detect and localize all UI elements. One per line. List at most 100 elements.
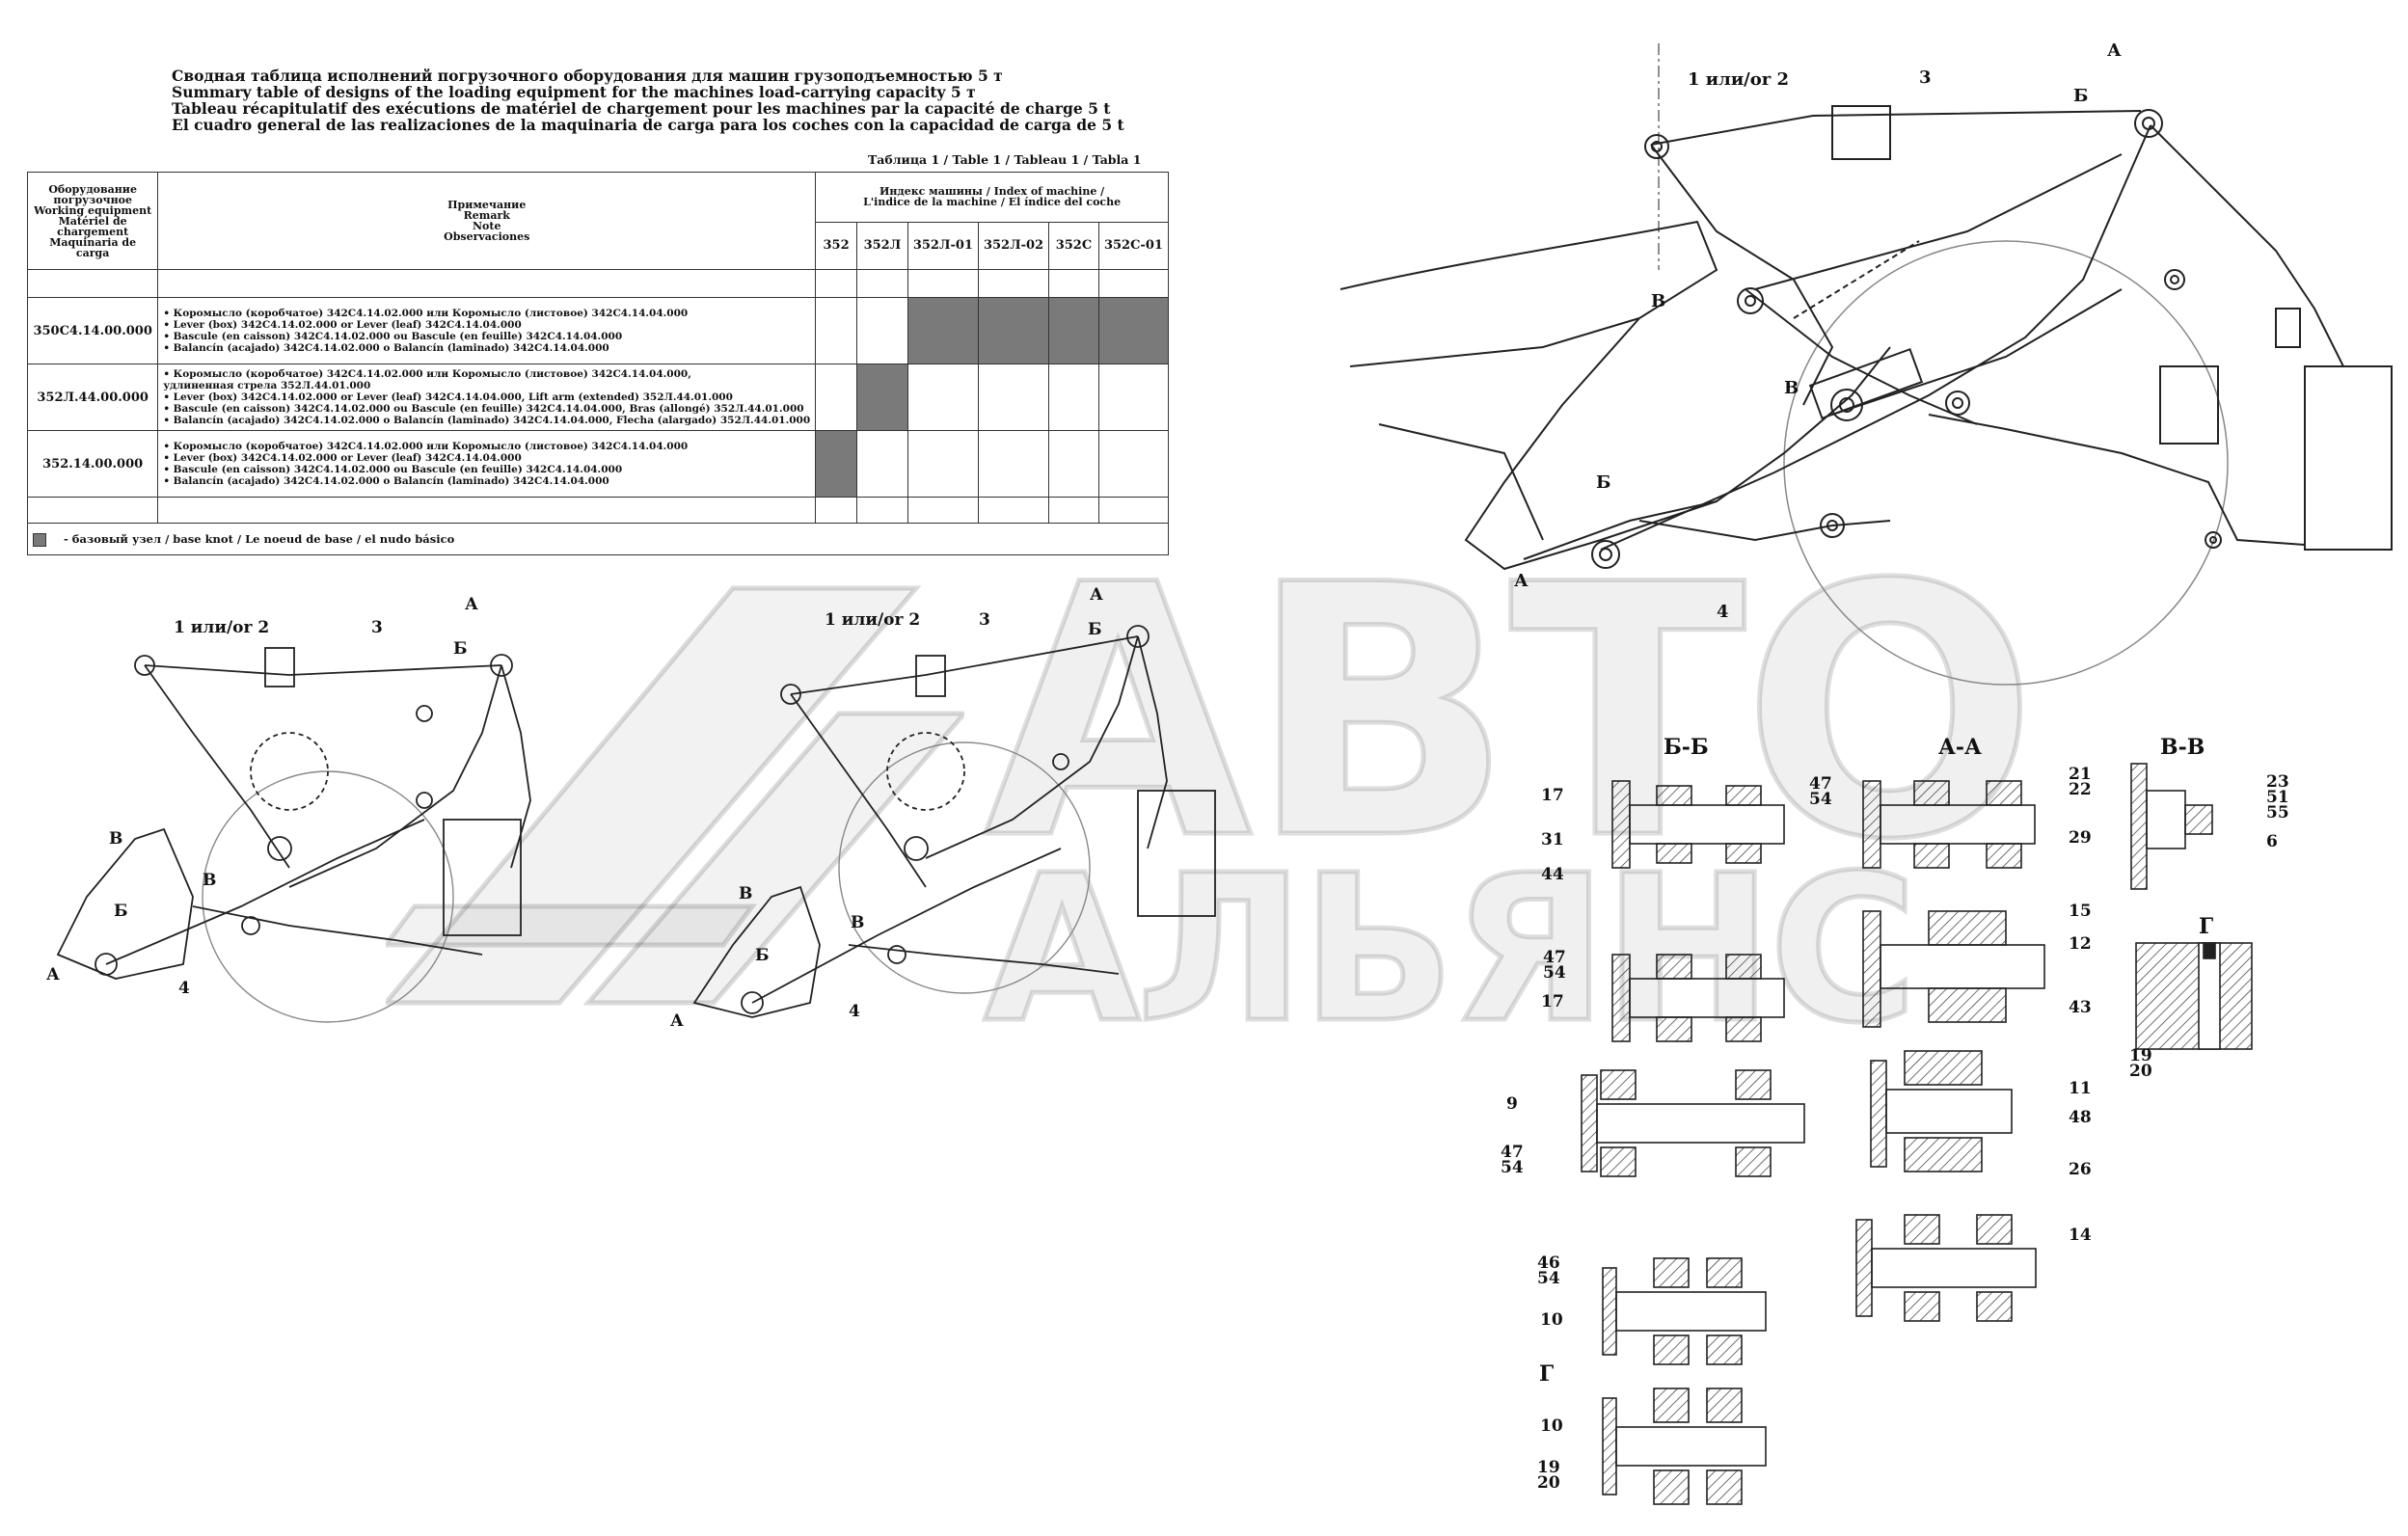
summary-table: Оборудование погрузочное Working equipme… <box>26 172 1170 555</box>
pin-10-upper-labels: 46 54 10 <box>1537 1253 1563 1330</box>
section-g <box>2135 942 2253 1050</box>
section-bb-labels: Б-Б 17 31 44 47 54 17 <box>1541 735 1709 1011</box>
section-mark-b: Б <box>1596 472 1610 493</box>
title-line-es: El cuadro general de las realizaciones d… <box>172 116 1124 134</box>
index-cell <box>977 430 1050 498</box>
callout-label: 54 <box>1543 963 1566 983</box>
callout-label: 10 <box>1540 1416 1563 1436</box>
pin-10-lower <box>1602 1388 1767 1505</box>
callout-label: 19 <box>2129 1046 2152 1065</box>
legend: - базовый узел / base knot / Le noeud de… <box>27 523 1169 555</box>
index-cell <box>977 297 1050 364</box>
section-mark-b: Б <box>755 946 770 965</box>
pin-11-labels: 11 48 26 <box>2069 1079 2092 1179</box>
table-spacer-row <box>26 269 1170 298</box>
callout-label: 14 <box>2069 1226 2092 1245</box>
index-cell <box>1097 430 1170 498</box>
index-cell <box>977 364 1050 431</box>
base-knot-swatch <box>33 532 46 547</box>
callout-label: 43 <box>2069 998 2092 1017</box>
callout-label: 17 <box>1541 786 1564 805</box>
equipment-code: 350С4.14.00.000 <box>26 297 159 364</box>
callout-label: 26 <box>2069 1160 2092 1179</box>
section-mark-a: А <box>670 1011 684 1031</box>
callout-label: 9 <box>1506 1094 1518 1114</box>
title-line-en: Summary table of designs of the loading … <box>172 83 976 101</box>
table-caption: Таблица 1 / Table 1 / Tableau 1 / Tabla … <box>868 152 1142 167</box>
section-vv-labels: В-В 23 51 55 6 <box>2160 735 2289 851</box>
pin-14 <box>1855 1214 2037 1322</box>
callout-label: 20 <box>1537 1473 1560 1493</box>
header-machine: 352Л-01 <box>906 221 979 271</box>
section-aa-labels: А-А 21 22 47 54 29 15 12 43 <box>1809 735 2092 1017</box>
equipment-code: 352.14.00.000 <box>26 430 159 498</box>
callout-label: 23 <box>2266 772 2289 792</box>
section-mark-b: Б <box>1088 620 1102 639</box>
index-cell <box>856 297 908 364</box>
section-title: В-В <box>2160 735 2205 760</box>
callout-label: 51 <box>2266 788 2289 807</box>
section-mark-v: В <box>1651 291 1665 311</box>
section-mark-v: В <box>1784 378 1799 398</box>
section-title: Г <box>2199 914 2213 939</box>
section-mark-v: В <box>203 871 216 890</box>
section-mark-v: В <box>739 884 752 903</box>
callout-label: 19 <box>1537 1458 1560 1477</box>
section-mark-a: А <box>1514 571 1529 591</box>
callout-label: 20 <box>2129 1062 2152 1081</box>
callout-4: 4 <box>1717 602 1729 622</box>
callout-label: 44 <box>1541 865 1564 884</box>
callout-label: 54 <box>1809 790 1832 809</box>
callout-4: 4 <box>849 1002 860 1021</box>
callout-3: 3 <box>979 610 990 630</box>
callout-label: 54 <box>1501 1158 1524 1177</box>
callout-label: 47 <box>1543 948 1566 967</box>
section-mark-v: В <box>109 829 122 849</box>
pin-9 <box>1581 1069 1805 1177</box>
title-line-fr: Tableau récapitulatif des exécutions de … <box>172 99 1111 118</box>
callout-label: 12 <box>2069 934 2092 954</box>
index-cell <box>856 430 908 498</box>
header-index: Индекс машины / Index of machine / L'ind… <box>815 172 1169 223</box>
pin-14-labels: 14 <box>2069 1226 2092 1245</box>
callout-label: 6 <box>2266 832 2278 851</box>
pin-9-labels: 9 47 54 <box>1501 1094 1524 1177</box>
section-title: А-А <box>1938 735 1982 760</box>
table-row: 352Л.44.00.000 • Коромысло (коробчатое) … <box>26 364 1170 431</box>
section-mark-b: Б <box>453 639 468 659</box>
remark-cell: • Коромысло (коробчатое) 342С4.14.02.000… <box>157 430 817 498</box>
callout-label: 10 <box>1540 1310 1563 1330</box>
index-cell <box>815 430 858 498</box>
section-aa <box>1862 780 2045 1028</box>
index-cell <box>906 297 979 364</box>
callout-label: 54 <box>1537 1269 1560 1288</box>
index-cell <box>906 430 979 498</box>
pin-10-lower-labels: Г 10 19 20 <box>1537 1361 1563 1493</box>
section-mark-b: Б <box>114 902 128 921</box>
callout-4: 4 <box>178 979 190 998</box>
index-cell <box>1048 430 1099 498</box>
view-middle-labels: 1 или/or 2 3 4 А А Б Б В В <box>670 585 1103 1031</box>
header-remark: Примечание Remark Note Observaciones <box>157 172 817 270</box>
equipment-code: 352Л.44.00.000 <box>26 364 159 431</box>
table-row: 352.14.00.000 • Коромысло (коробчатое) 3… <box>26 430 1170 498</box>
title-line-ru: Сводная таблица исполнений погрузочного … <box>172 67 1003 85</box>
header-machine: 352Л-02 <box>977 221 1050 271</box>
header-machine: 352С-01 <box>1097 221 1170 271</box>
view-left <box>56 647 531 1023</box>
view-top-right-labels: 1 или/or 2 3 4 А А Б Б В В <box>1514 40 2122 622</box>
section-mark-a: А <box>2107 40 2122 61</box>
remark-cell: • Коромысло (коробчатое) 342С4.14.02.000… <box>157 364 817 431</box>
index-cell <box>1048 297 1099 364</box>
callout-label: 22 <box>2069 780 2092 799</box>
view-middle <box>692 625 1216 1018</box>
callout-label: 55 <box>2266 803 2289 822</box>
callout-label: 29 <box>2069 828 2092 848</box>
section-bb <box>1611 780 1785 1042</box>
callout-label: 46 <box>1537 1253 1560 1273</box>
section-mark-a: А <box>46 965 60 984</box>
header-machine: 352 <box>815 221 858 271</box>
index-cell <box>1097 364 1170 431</box>
index-cell <box>815 297 858 364</box>
